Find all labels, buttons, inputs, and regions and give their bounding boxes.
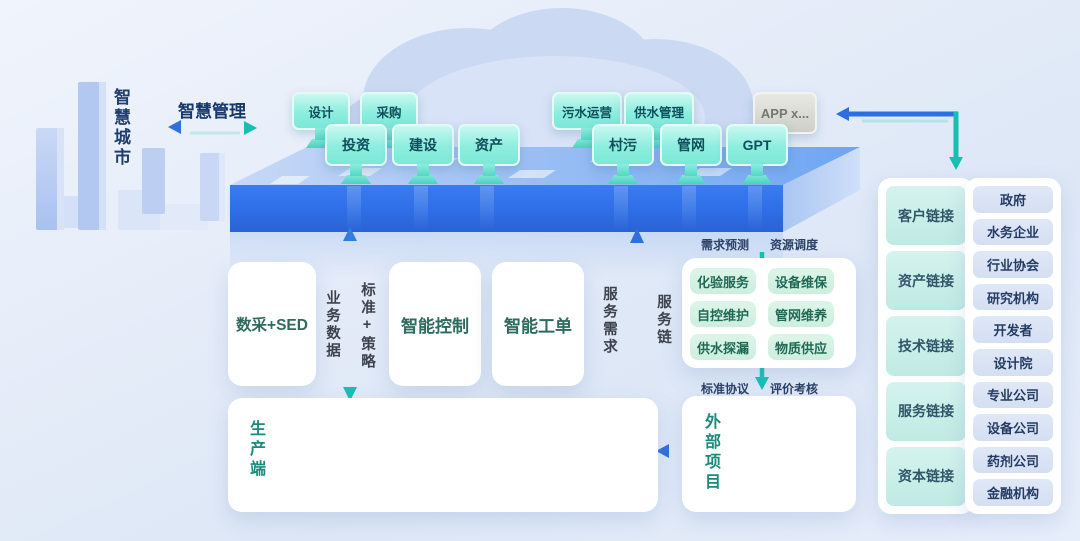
label-evaluation-assessment: 评价考核 (770, 382, 819, 396)
data-strategy-arrow (343, 227, 357, 401)
label-resource-scheduling: 资源调度 (770, 238, 819, 252)
stakeholder-design-institute: 设计院 (973, 348, 1053, 376)
platform-module-gpt: GPT (726, 124, 788, 176)
external-project-label: 外部项目 (702, 413, 719, 493)
management-flow-arrow (168, 120, 257, 135)
label-standard-protocol: 标准协议 (701, 382, 750, 396)
stakeholder-government: 政府 (973, 186, 1053, 213)
label-demand-forecast: 需求预测 (701, 238, 750, 252)
service-item-lab: 化验服务 (690, 268, 756, 294)
link-capital: 资本链接 (886, 446, 966, 507)
links-column: 客户链接 资产链接 技术链接 服务链接 资本链接 (878, 178, 974, 514)
stakeholder-developer: 开发者 (973, 316, 1053, 343)
service-demand-arrow (630, 228, 644, 428)
link-service: 服务链接 (886, 381, 966, 441)
service-chain-grid: 化验服务 设备维保 自控维护 管网维养 供水探漏 物质供应 (690, 268, 834, 360)
platform-module-construction: 建设 (392, 124, 454, 176)
flow-label-service-chain: 服务链 (655, 294, 671, 347)
platform-module-investment: 投资 (325, 124, 387, 176)
service-item-automation: 自控维护 (690, 301, 756, 327)
card-intelligent-control: 智能控制 (389, 262, 481, 386)
stakeholder-financial-institution: 金融机构 (973, 479, 1053, 506)
stakeholder-water-company: 水务企业 (973, 218, 1053, 246)
link-technology: 技术链接 (886, 316, 966, 376)
platform-module-pipe-network: 管网 (660, 124, 722, 176)
stakeholder-industry-association: 行业协会 (973, 251, 1053, 278)
link-asset: 资产链接 (886, 251, 966, 311)
stakeholder-research-institution: 研究机构 (973, 283, 1053, 311)
service-item-pipeline: 管网维养 (768, 301, 834, 327)
production-panel (228, 398, 658, 512)
stakeholder-professional-company: 专业公司 (973, 381, 1053, 409)
platform-module-assets: 资产 (458, 124, 520, 176)
service-item-equipment: 设备维保 (768, 268, 834, 294)
stakeholder-equipment-company: 设备公司 (973, 414, 1053, 441)
links-connection-arrow (836, 107, 963, 170)
flow-label-service-demand: 服务需求 (601, 286, 617, 356)
card-data-collection-title: 数采+SED (236, 317, 308, 334)
card-data-collection: 数采+SED (228, 262, 316, 386)
card-smart-workorder-title: 智能工单 (504, 316, 572, 336)
flow-label-standards-strategy: 标准+策略 (359, 282, 375, 371)
card-smart-workorder: 智能工单 (492, 262, 584, 386)
service-item-leak-detection: 供水探漏 (690, 334, 756, 360)
stakeholders-column: 政府 水务企业 行业协会 研究机构 开发者 设计院 专业公司 设备公司 药剂公司… (965, 178, 1061, 514)
external-project-panel (682, 396, 856, 512)
stakeholder-chemical-company: 药剂公司 (973, 446, 1053, 474)
production-label: 生产端 (247, 420, 264, 480)
service-item-material: 物质供应 (768, 334, 834, 360)
platform-module-sewage-ops: 污水运营 (552, 92, 622, 140)
flow-label-business-data: 业务数据 (324, 290, 340, 360)
link-customer: 客户链接 (886, 186, 966, 246)
smart-management-label: 智慧管理 (178, 102, 246, 121)
card-intelligent-control-title: 智能控制 (401, 316, 469, 336)
smart-city-label: 智慧城市 (111, 88, 130, 168)
platform-module-village-sewage: 村污 (592, 124, 654, 176)
